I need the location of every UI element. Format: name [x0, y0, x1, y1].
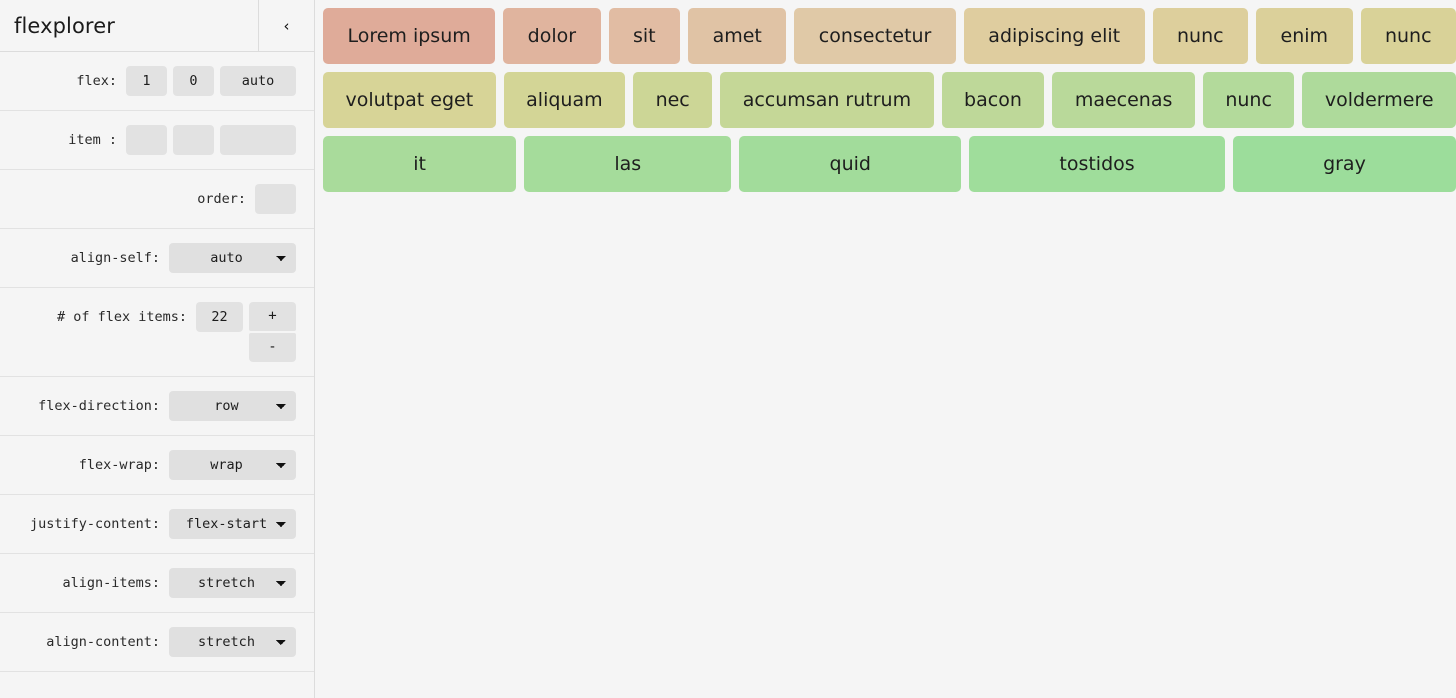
control-label-align-self: align-self: [70, 250, 160, 266]
control-group-flex [126, 66, 296, 96]
control-group-order [255, 184, 296, 214]
order-input[interactable] [255, 184, 296, 214]
control-row-align-content: align-content: stretchflex-startflex-endc… [0, 613, 314, 672]
increment-items-button[interactable]: + [249, 302, 296, 331]
flex-input-1[interactable] [126, 66, 167, 96]
sidebar-controls-list: flex: item : order: align-self: autoflex-sta… [0, 52, 314, 672]
control-row-item: item : [0, 111, 314, 170]
control-row-flex-direction: flex-direction: rowrow-reversecolumncolum… [0, 377, 314, 436]
flex-item[interactable]: consectetur [794, 8, 956, 64]
control-row-flex: flex: [0, 52, 314, 111]
chevron-left-icon[interactable]: ‹ [258, 0, 314, 52]
control-row-align-self: align-self: autoflex-startflex-endcenterb… [0, 229, 314, 288]
flex-item[interactable]: aliquam [503, 72, 626, 128]
justify-content-select[interactable]: flex-startflex-endcenterspace-betweenspa… [169, 509, 296, 539]
control-label-justify-content: justify-content: [29, 516, 160, 532]
flex-input-2[interactable] [173, 66, 214, 96]
control-group-flex-wrap: nowrapwrapwrap-reverse [169, 450, 296, 480]
flex-item[interactable]: dolor [503, 8, 601, 64]
control-group-num-items: +- [196, 302, 296, 362]
item-input-1[interactable] [126, 125, 167, 155]
control-group-align-self: autoflex-startflex-endcenterbaselinestre… [169, 243, 296, 273]
flex-item[interactable]: voldermere [1302, 72, 1456, 128]
control-row-num-items: # of flex items: +- [0, 288, 314, 377]
flex-item[interactable]: accumsan rutrum [720, 72, 934, 128]
control-row-flex-wrap: flex-wrap: nowrapwrapwrap-reverse [0, 436, 314, 495]
control-label-flex-wrap: flex-wrap: [78, 457, 160, 473]
item-input-2[interactable] [173, 125, 214, 155]
flex-direction-select[interactable]: rowrow-reversecolumncolumn-reverse [169, 391, 296, 421]
control-row-justify-content: justify-content: flex-startflex-endcenter… [0, 495, 314, 554]
app-title: flexplorer [14, 13, 115, 38]
control-row-align-items: align-items: stretchflex-startflex-endcen… [0, 554, 314, 613]
control-label-item: item : [68, 132, 117, 148]
control-label-num-items: # of flex items: [56, 309, 187, 325]
flex-item[interactable]: amet [688, 8, 787, 64]
flex-item[interactable]: enim [1256, 8, 1353, 64]
control-label-flex: flex: [76, 73, 117, 89]
flex-item[interactable]: adipiscing elit [963, 8, 1145, 64]
control-label-align-items: align-items: [62, 575, 160, 591]
flex-item-count-stepper: +- [249, 302, 296, 362]
flex-item[interactable]: gray [1232, 136, 1456, 192]
control-group-align-content: stretchflex-startflex-endcenterspace-bet… [169, 627, 296, 657]
flex-item[interactable]: nec [633, 72, 713, 128]
control-label-order: order: [197, 191, 246, 207]
flex-item[interactable]: nunc [1202, 72, 1295, 128]
flex-item-count-input[interactable] [196, 302, 243, 332]
flex-item[interactable]: nunc [1360, 8, 1456, 64]
flex-item[interactable]: Lorem ipsum [323, 8, 496, 64]
flex-item[interactable]: volutpat eget [323, 72, 496, 128]
sidebar-header: flexplorer ‹ [0, 0, 314, 52]
decrement-items-button[interactable]: - [249, 333, 296, 362]
flex-item[interactable]: las [524, 136, 732, 192]
control-group-item [126, 125, 296, 155]
align-self-select[interactable]: autoflex-startflex-endcenterbaselinestre… [169, 243, 296, 273]
flex-item[interactable]: tostidos [969, 136, 1225, 192]
control-row-order: order: [0, 170, 314, 229]
item-input-3[interactable] [220, 125, 296, 155]
flex-item[interactable]: maecenas [1052, 72, 1195, 128]
control-label-align-content: align-content: [46, 634, 160, 650]
flex-item[interactable]: sit [608, 8, 681, 64]
flex-item[interactable]: nunc [1152, 8, 1249, 64]
control-group-align-items: stretchflex-startflex-endcenterbaseline [169, 568, 296, 598]
control-label-flex-direction: flex-direction: [38, 398, 160, 414]
flex-item[interactable]: quid [739, 136, 962, 192]
align-content-select[interactable]: stretchflex-startflex-endcenterspace-bet… [169, 627, 296, 657]
control-group-flex-direction: rowrow-reversecolumncolumn-reverse [169, 391, 296, 421]
control-group-justify-content: flex-startflex-endcenterspace-betweenspa… [169, 509, 296, 539]
flex-input-3[interactable] [220, 66, 296, 96]
flex-item[interactable]: bacon [941, 72, 1045, 128]
flex-wrap-select[interactable]: nowrapwrapwrap-reverse [169, 450, 296, 480]
flex-item[interactable]: it [323, 136, 517, 192]
align-items-select[interactable]: stretchflex-startflex-endcenterbaseline [169, 568, 296, 598]
control-sidebar: flexplorer ‹ flex: item : order: align-self… [0, 0, 315, 698]
